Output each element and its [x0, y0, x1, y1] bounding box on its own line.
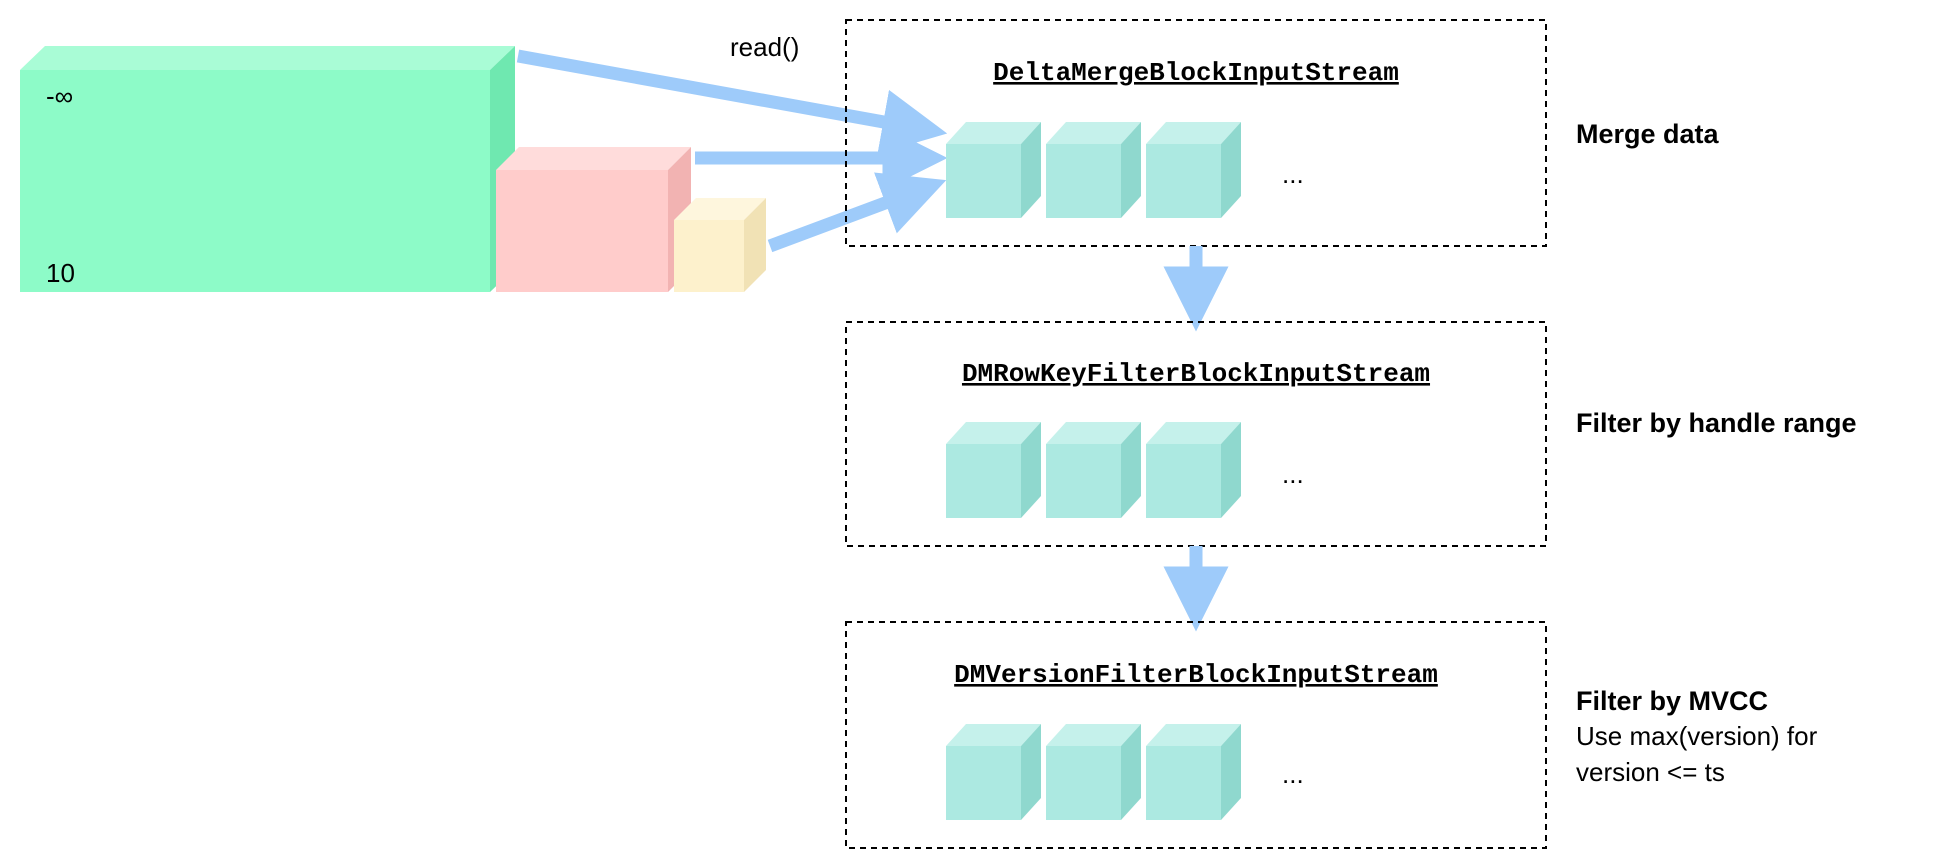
- stage-title: DeltaMergeBlockInputStream: [993, 58, 1399, 88]
- stage-side-title: Filter by handle range: [1576, 408, 1857, 438]
- more-blocks-ellipsis: ...: [1282, 159, 1304, 189]
- block-cube: [1046, 122, 1141, 218]
- stage-title: DMRowKeyFilterBlockInputStream: [962, 359, 1430, 389]
- stage-box: [845, 621, 1547, 849]
- source-top-label: -∞: [46, 81, 73, 111]
- stage-side-note-line: version <= ts: [1576, 757, 1725, 787]
- stage-side-title: Filter by MVCC: [1576, 686, 1768, 716]
- source-block-green: [20, 46, 515, 292]
- block-cube: [1046, 422, 1141, 518]
- source-block-pink: [496, 147, 691, 292]
- arrow-green-to-merge: [516, 49, 948, 154]
- block-cube: [1146, 724, 1241, 820]
- stage-side-title: Merge data: [1576, 119, 1720, 149]
- source-block-yellow: [674, 198, 766, 292]
- read-call-label: read(): [730, 32, 799, 62]
- source-bottom-label: 10: [46, 258, 75, 288]
- stage-delta-merge: DeltaMergeBlockInputStream ...: [845, 19, 1547, 247]
- arrow-yellow-to-merge: [767, 172, 947, 253]
- block-cube: [946, 724, 1041, 820]
- block-cube: [946, 422, 1041, 518]
- more-blocks-ellipsis: ...: [1282, 759, 1304, 789]
- stage-version-filter: DMVersionFilterBlockInputStream ...: [845, 621, 1547, 849]
- block-cube: [1146, 122, 1241, 218]
- block-cube: [1046, 724, 1141, 820]
- block-cube: [1146, 422, 1241, 518]
- block-cube: [946, 122, 1041, 218]
- more-blocks-ellipsis: ...: [1282, 459, 1304, 489]
- stage-side-note-line: Use max(version) for: [1576, 721, 1818, 751]
- stage-rowkey-filter: DMRowKeyFilterBlockInputStream ...: [845, 321, 1547, 547]
- stage-title: DMVersionFilterBlockInputStream: [954, 660, 1438, 690]
